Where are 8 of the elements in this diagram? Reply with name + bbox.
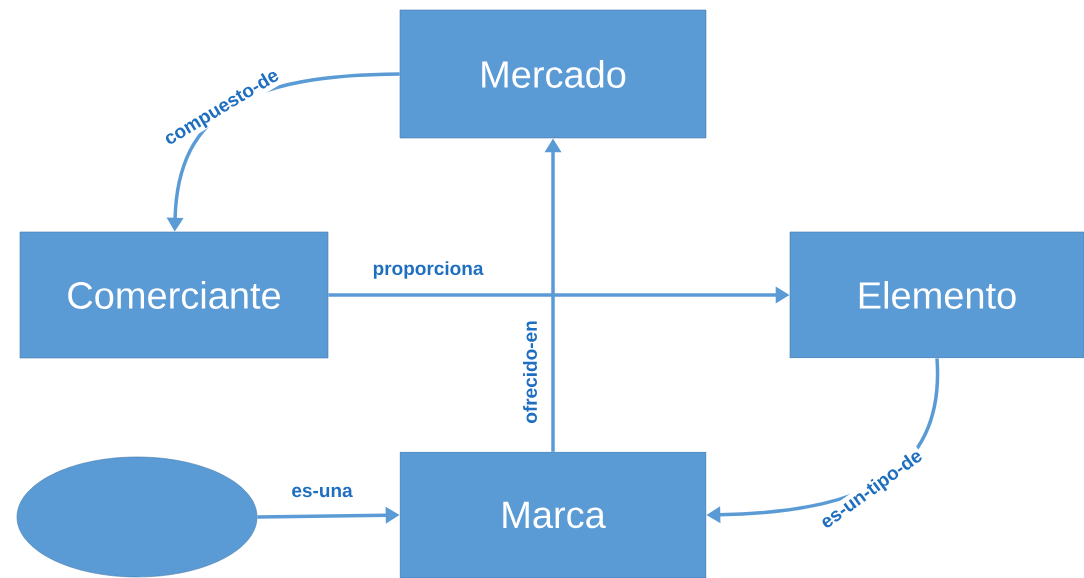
concept-box: Comerciante xyxy=(19,231,329,359)
concept-box: Marca xyxy=(399,451,707,578)
edge-label: ofrecido-en xyxy=(522,319,538,425)
concept-box: Mercado xyxy=(399,9,707,139)
concept-box: Elemento xyxy=(789,231,1084,359)
edge-label: proporciona xyxy=(371,260,485,280)
edge-label: es-una xyxy=(290,485,354,499)
concept-ellipse xyxy=(16,456,258,578)
